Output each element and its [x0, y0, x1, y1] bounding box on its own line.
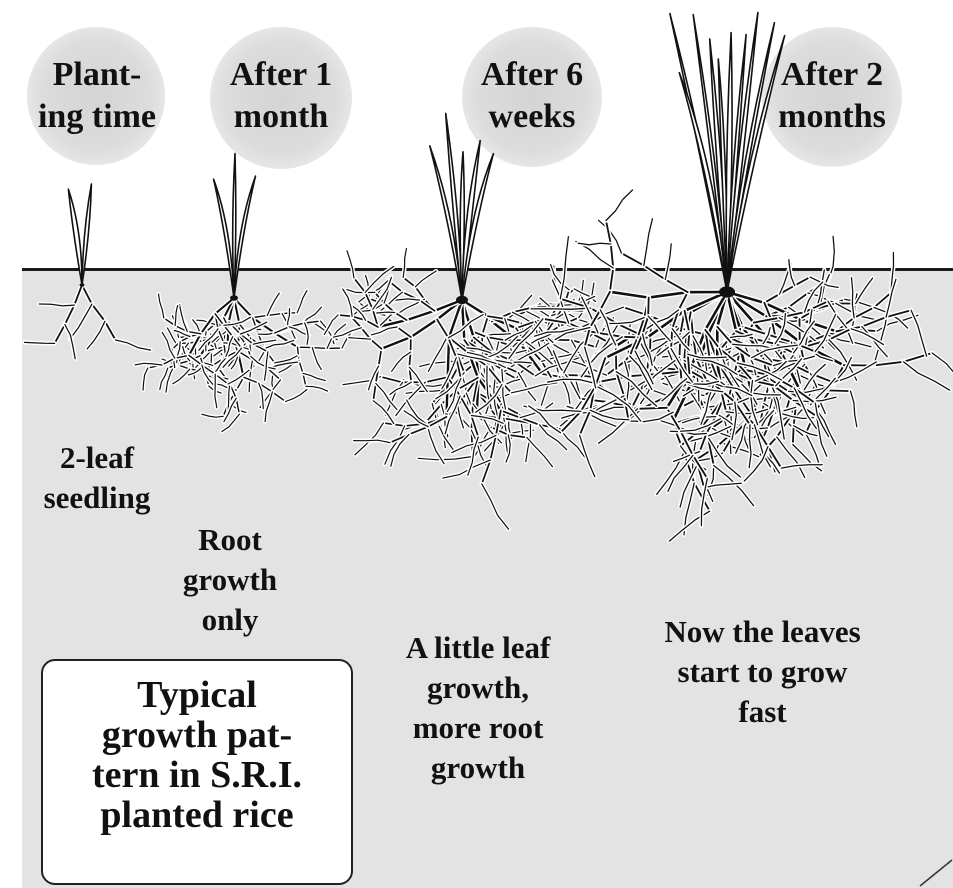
root-segment [644, 219, 653, 266]
root-segment [606, 190, 633, 221]
leaf-blade [68, 189, 82, 285]
corner-fold-line [918, 858, 953, 888]
plant-after-1-month [135, 154, 353, 432]
caption-leaf-growth: A little leaf growth, more root growth [372, 628, 584, 788]
plant-after-2-months [509, 13, 953, 542]
plant-planting-time [25, 184, 151, 359]
caption-seedling: 2-leaf seedling [2, 438, 192, 518]
root-segment [527, 438, 553, 467]
root-segment [428, 337, 447, 372]
caption-root-growth: Root growth only [145, 520, 315, 640]
title-box: Typical growth pat- tern in S.R.I. plant… [41, 659, 353, 885]
diagram-title: Typical growth pat- tern in S.R.I. plant… [43, 675, 351, 835]
root-segment [511, 383, 557, 393]
root-segment [297, 291, 307, 313]
root-segment-halo [343, 289, 352, 316]
caption-leaves-grow-fast: Now the leaves start to grow fast [615, 612, 910, 732]
leaf-blade [214, 179, 234, 298]
plant-after-6-weeks [324, 113, 618, 529]
leaf-blade [82, 184, 91, 285]
root-segment [621, 253, 687, 292]
leaf-blade [234, 176, 256, 298]
root-segment [116, 340, 151, 350]
root-segment [856, 278, 873, 304]
